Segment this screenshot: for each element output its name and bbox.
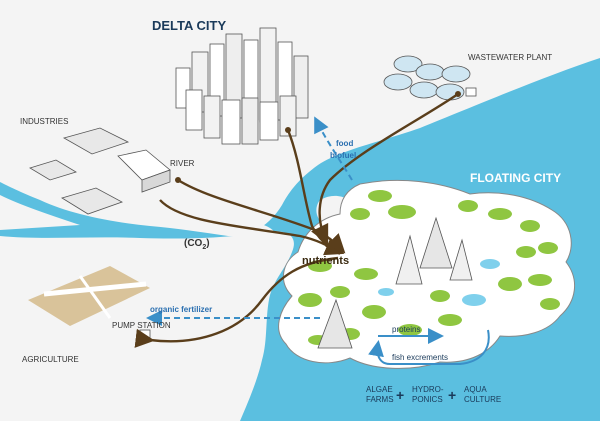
legend-algae-2: FARMS: [366, 395, 394, 404]
label-river: RIVER: [170, 159, 195, 168]
floating-pools: [378, 259, 500, 306]
label-fish-excrements: fish excrements: [392, 353, 448, 362]
wastewater-tanks: [383, 55, 477, 101]
fish-excrements-arrow: [368, 329, 490, 365]
label-organic-fertilizer: organic fertilizer: [150, 305, 212, 314]
legend-aqua-2: CULTURE: [464, 395, 501, 404]
floating-greenery: [298, 190, 560, 345]
legend-plus-2: +: [448, 387, 456, 403]
legend-hydro-2: PONICS: [412, 395, 443, 404]
label-agriculture: AGRICULTURE: [22, 355, 79, 364]
label-industries: INDUSTRIES: [20, 117, 68, 126]
nutrient-flows: [134, 93, 459, 348]
river-island-1: [228, 172, 288, 203]
delta-city-buildings: [175, 27, 309, 145]
legend: ALGAE FARMS + HYDRO- PONICS + AQUA CULTU…: [366, 385, 501, 404]
label-food: food: [336, 139, 353, 148]
label-biofuel: biofuel: [330, 151, 356, 160]
legend-algae-1: ALGAE: [366, 385, 393, 394]
label-co2: (CO2): [184, 238, 210, 251]
legend-plus-1: +: [396, 387, 404, 403]
legend-aqua-1: AQUA: [464, 385, 487, 394]
land-lower: [0, 231, 294, 421]
industries-buildings: [29, 127, 171, 215]
legend-hydro-1: HYDRO-: [412, 385, 444, 394]
label-nutrients: nutrients: [302, 255, 349, 267]
food-biofuel-arrow: [314, 116, 353, 181]
label-pump-station: PUMP STATION: [112, 321, 171, 330]
pump-station-box: [139, 329, 151, 341]
label-delta-city: DELTA CITY: [152, 18, 226, 33]
land-sliver: [0, 195, 80, 230]
label-floating-city: FLOATING CITY: [470, 171, 561, 185]
label-proteins: proteins: [392, 325, 420, 334]
floating-city: [278, 179, 576, 369]
label-wastewater-plant: WASTEWATER PLANT: [468, 53, 552, 62]
floating-towers: [317, 216, 473, 349]
